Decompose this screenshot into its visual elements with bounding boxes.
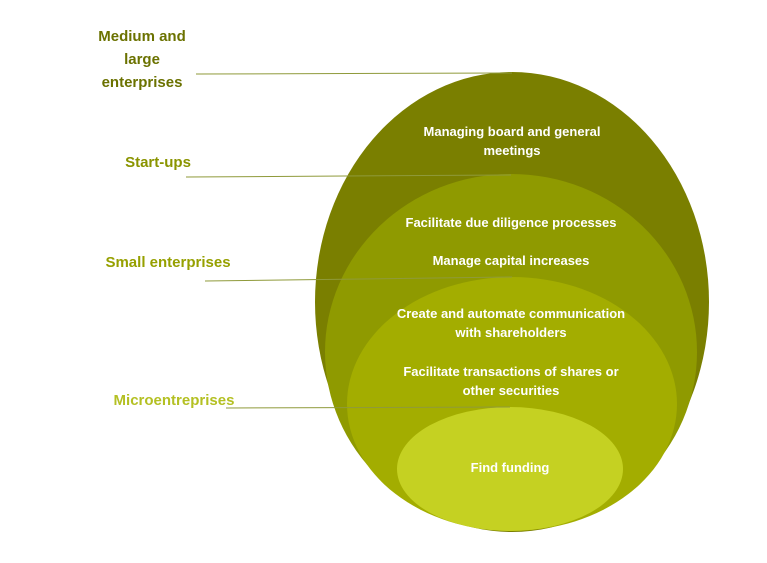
item-share-transactions: Facilitate transactions of shares or oth… <box>403 364 619 398</box>
label-medium-large-enterprises: Medium and large enterprises <box>82 25 202 94</box>
item-due-diligence: Facilitate due diligence processes <box>405 215 617 230</box>
label-start-ups-line-1: Start-ups <box>125 154 191 171</box>
label-microentreprises: Microentreprises <box>94 389 254 412</box>
item-managing-board: Managing board and general meetings <box>423 124 601 158</box>
label-start-ups: Start-ups <box>98 151 218 174</box>
leader-line-microentreprises <box>225 406 511 409</box>
microentreprises-ellipse <box>397 407 623 531</box>
label-medium-large-line-2: large <box>124 51 160 68</box>
label-medium-large-line-3: enterprises <box>101 74 183 91</box>
item-shareholder-communication: Create and automate communication with s… <box>396 306 626 340</box>
leader-line-medium-large <box>195 72 513 75</box>
label-small-enterprises: Small enterprises <box>88 251 248 274</box>
label-small-enterprises-line-1: Small enterprises <box>105 254 231 271</box>
item-find-funding: Find funding <box>470 460 550 475</box>
label-microentreprises-line-1: Microentreprises <box>113 392 235 409</box>
label-medium-large-line-1: Medium and <box>98 28 186 45</box>
leader-line-small-enterprises <box>204 276 513 282</box>
leader-line-start-ups <box>185 174 512 178</box>
item-capital-increases: Manage capital increases <box>432 253 590 268</box>
